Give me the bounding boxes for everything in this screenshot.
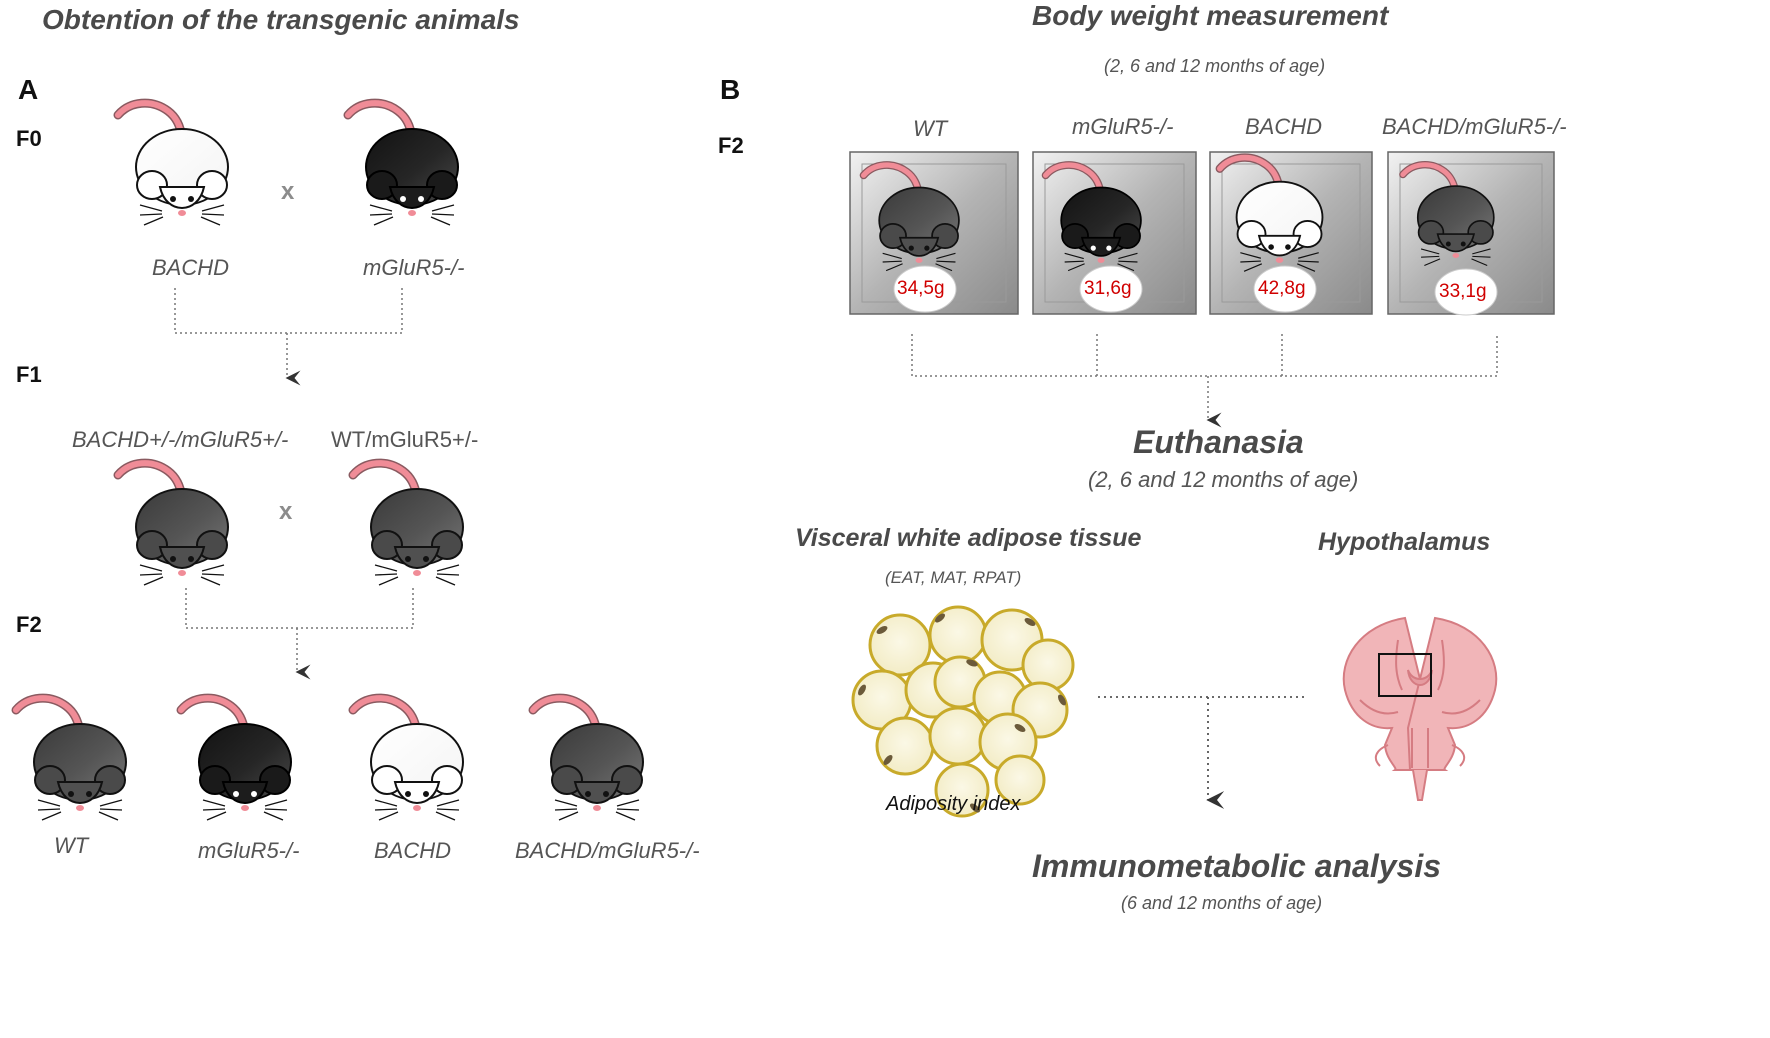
mouse-f1-left (118, 463, 228, 585)
cross-connector-f0 (174, 288, 403, 386)
f1-parent-label: WT/mGluR5+/- (331, 427, 479, 452)
group-label: BACHD/mGluR5-/- (1382, 114, 1567, 139)
f2-offspring-label: WT (54, 833, 89, 858)
weight-value: 42,8g (1258, 278, 1306, 299)
weight-oval-bachd (1253, 265, 1317, 313)
f0-parent-label: BACHD (152, 255, 230, 280)
euthanasia-title: Euthanasia (1133, 424, 1304, 460)
hypothalamus-title: Hypothalamus (1318, 528, 1491, 556)
cage-connector (911, 334, 1498, 428)
group-label: WT (913, 116, 948, 141)
mouse-f1-right (353, 463, 463, 585)
mouse-bachd-f0 (118, 103, 228, 225)
f2-offspring-label: BACHD/mGluR5-/- (515, 838, 700, 863)
brain-illustration (1342, 616, 1498, 801)
cross-connector-f1 (185, 588, 414, 680)
f2-offspring-label: BACHD (374, 838, 452, 863)
hypothalamus-region-box (1378, 653, 1432, 697)
generation-f2-b: F2 (718, 133, 744, 158)
analysis-subtitle: (6 and 12 months of age) (1121, 893, 1323, 913)
cross-symbol-f1: x (279, 498, 293, 525)
adipocyte-nuclei (858, 613, 1066, 813)
f0-parent-label: mGluR5-/- (363, 255, 465, 280)
panel-a-title: Obtention of the transgenic animals (42, 4, 520, 35)
group-label: BACHD (1245, 114, 1323, 139)
f2-offspring-label: mGluR5-/- (198, 838, 300, 863)
body-weight-title: Body weight measurement (1032, 0, 1389, 31)
weight-value: 33,1g (1439, 281, 1487, 302)
weight-value: 34,5g (897, 278, 945, 299)
mouse-f2-mglur5 (181, 698, 291, 820)
adiposity-index-caption: Adiposity index (886, 793, 1021, 815)
group-label: mGluR5-/- (1072, 114, 1174, 139)
analysis-connector (1098, 696, 1308, 809)
cross-symbol-f0: x (281, 178, 295, 205)
f1-parent-label: BACHD+/-/mGluR5+/- (72, 427, 289, 452)
generation-f1: F1 (16, 362, 42, 387)
adipose-tissue-illustration (851, 605, 1075, 818)
weight-oval-wt (893, 265, 957, 313)
weight-oval-mglur5 (1079, 265, 1143, 313)
adipose-subtitle: (EAT, MAT, RPAT) (885, 568, 1022, 587)
weight-value: 31,6g (1084, 278, 1132, 299)
mouse-f2-bachd (353, 698, 463, 820)
euthanasia-subtitle: (2, 6 and 12 months of age) (1088, 467, 1359, 492)
mouse-f2-double (533, 698, 643, 820)
body-weight-subtitle: (2, 6 and 12 months of age) (1104, 56, 1326, 76)
analysis-title: Immunometabolic analysis (1032, 848, 1442, 884)
mouse-mglur5-f0 (348, 103, 458, 225)
adipose-title: Visceral white adipose tissue (795, 524, 1142, 552)
panel-b-letter: B (720, 74, 741, 105)
mouse-f2-wt (16, 698, 126, 820)
generation-f0: F0 (16, 126, 42, 151)
generation-f2: F2 (16, 612, 42, 637)
panel-a-letter: A (18, 74, 39, 105)
weight-oval-double (1434, 268, 1498, 316)
